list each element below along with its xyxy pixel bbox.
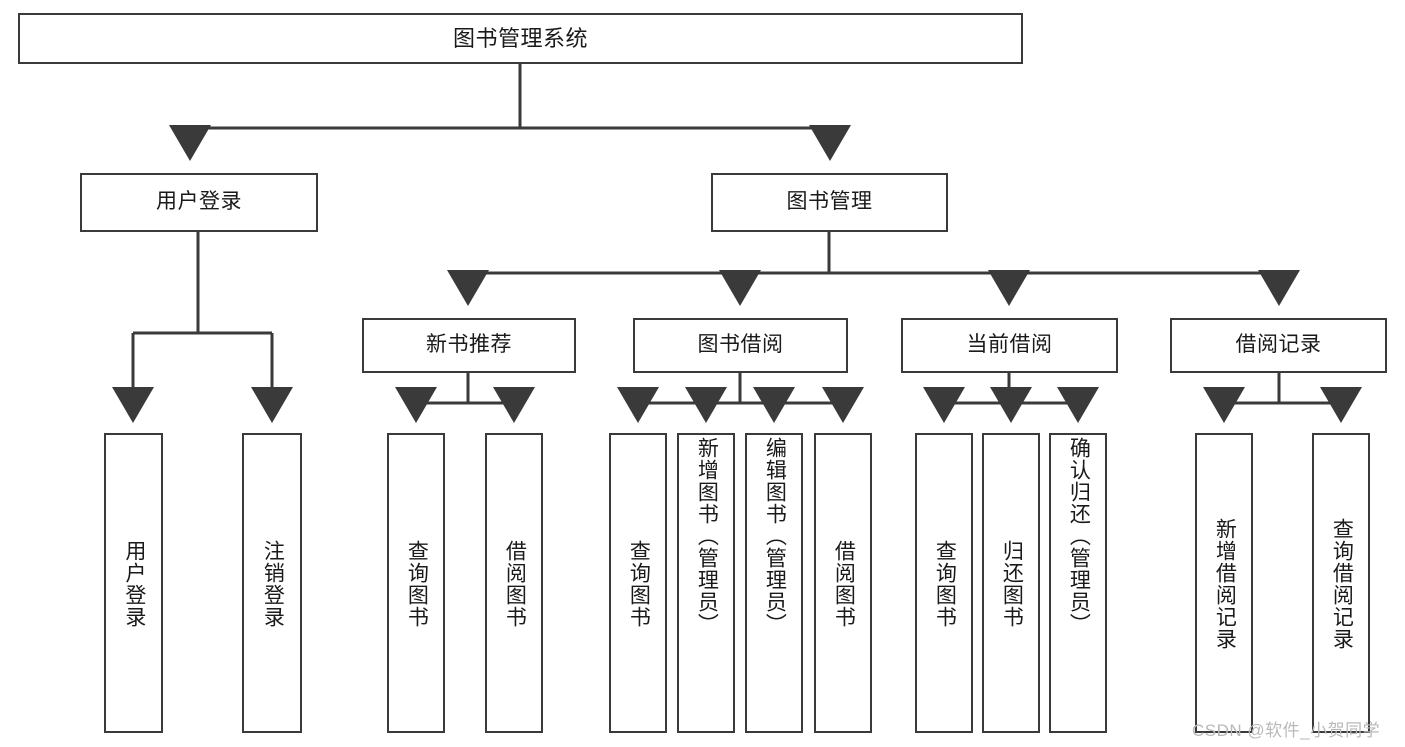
leaf-borrow-book-1-label: 借阅图书 xyxy=(503,540,527,628)
leaf-add-record[interactable]: 新增借阅记录 xyxy=(1195,433,1253,733)
leaf-query-book-1[interactable]: 查询图书 xyxy=(387,433,445,733)
node-user-login[interactable]: 用户登录 xyxy=(80,173,318,232)
leaf-confirm-return-label: 确认归还（管理员） xyxy=(1067,437,1091,635)
leaf-add-record-label: 新增借阅记录 xyxy=(1213,518,1237,650)
node-new-book-recommend[interactable]: 新书推荐 xyxy=(362,318,576,373)
leaf-query-book-2[interactable]: 查询图书 xyxy=(609,433,667,733)
leaf-add-book-label: 新增图书（管理员） xyxy=(695,437,719,635)
leaf-edit-book[interactable]: 编辑图书（管理员） xyxy=(745,433,803,733)
node-borrow-record-label: 借阅记录 xyxy=(1235,333,1322,357)
leaf-borrow-book-1[interactable]: 借阅图书 xyxy=(485,433,543,733)
node-book-manage-label: 图书管理 xyxy=(786,190,873,214)
node-user-login-label: 用户登录 xyxy=(156,190,242,214)
node-book-borrow-label: 图书借阅 xyxy=(697,333,784,357)
leaf-add-book[interactable]: 新增图书（管理员） xyxy=(677,433,735,733)
leaf-query-book-3[interactable]: 查询图书 xyxy=(915,433,973,733)
node-book-manage[interactable]: 图书管理 xyxy=(711,173,948,232)
leaf-query-book-3-label: 查询图书 xyxy=(933,540,957,628)
leaf-query-book-1-label: 查询图书 xyxy=(405,540,429,628)
leaf-borrow-book-2[interactable]: 借阅图书 xyxy=(814,433,872,733)
leaf-user-login[interactable]: 用户登录 xyxy=(104,433,163,733)
leaf-user-login-label: 用户登录 xyxy=(122,540,146,628)
node-root-label: 图书管理系统 xyxy=(452,25,588,51)
leaf-logout-login[interactable]: 注销登录 xyxy=(242,433,302,733)
leaf-edit-book-label: 编辑图书（管理员） xyxy=(763,437,787,635)
node-book-borrow[interactable]: 图书借阅 xyxy=(633,318,848,373)
leaf-query-book-2-label: 查询图书 xyxy=(627,540,651,628)
node-new-book-recommend-label: 新书推荐 xyxy=(426,333,512,357)
leaf-confirm-return[interactable]: 确认归还（管理员） xyxy=(1049,433,1107,733)
node-borrow-record[interactable]: 借阅记录 xyxy=(1170,318,1387,373)
leaf-return-book-label: 归还图书 xyxy=(1000,540,1024,628)
leaf-borrow-book-2-label: 借阅图书 xyxy=(832,540,856,628)
node-current-borrow-label: 当前借阅 xyxy=(966,333,1053,357)
leaf-return-book[interactable]: 归还图书 xyxy=(982,433,1040,733)
leaf-query-record-label: 查询借阅记录 xyxy=(1330,518,1354,650)
leaf-logout-login-label: 注销登录 xyxy=(261,540,285,628)
node-root[interactable]: 图书管理系统 xyxy=(18,13,1023,64)
node-current-borrow[interactable]: 当前借阅 xyxy=(901,318,1118,373)
leaf-query-record[interactable]: 查询借阅记录 xyxy=(1312,433,1370,733)
